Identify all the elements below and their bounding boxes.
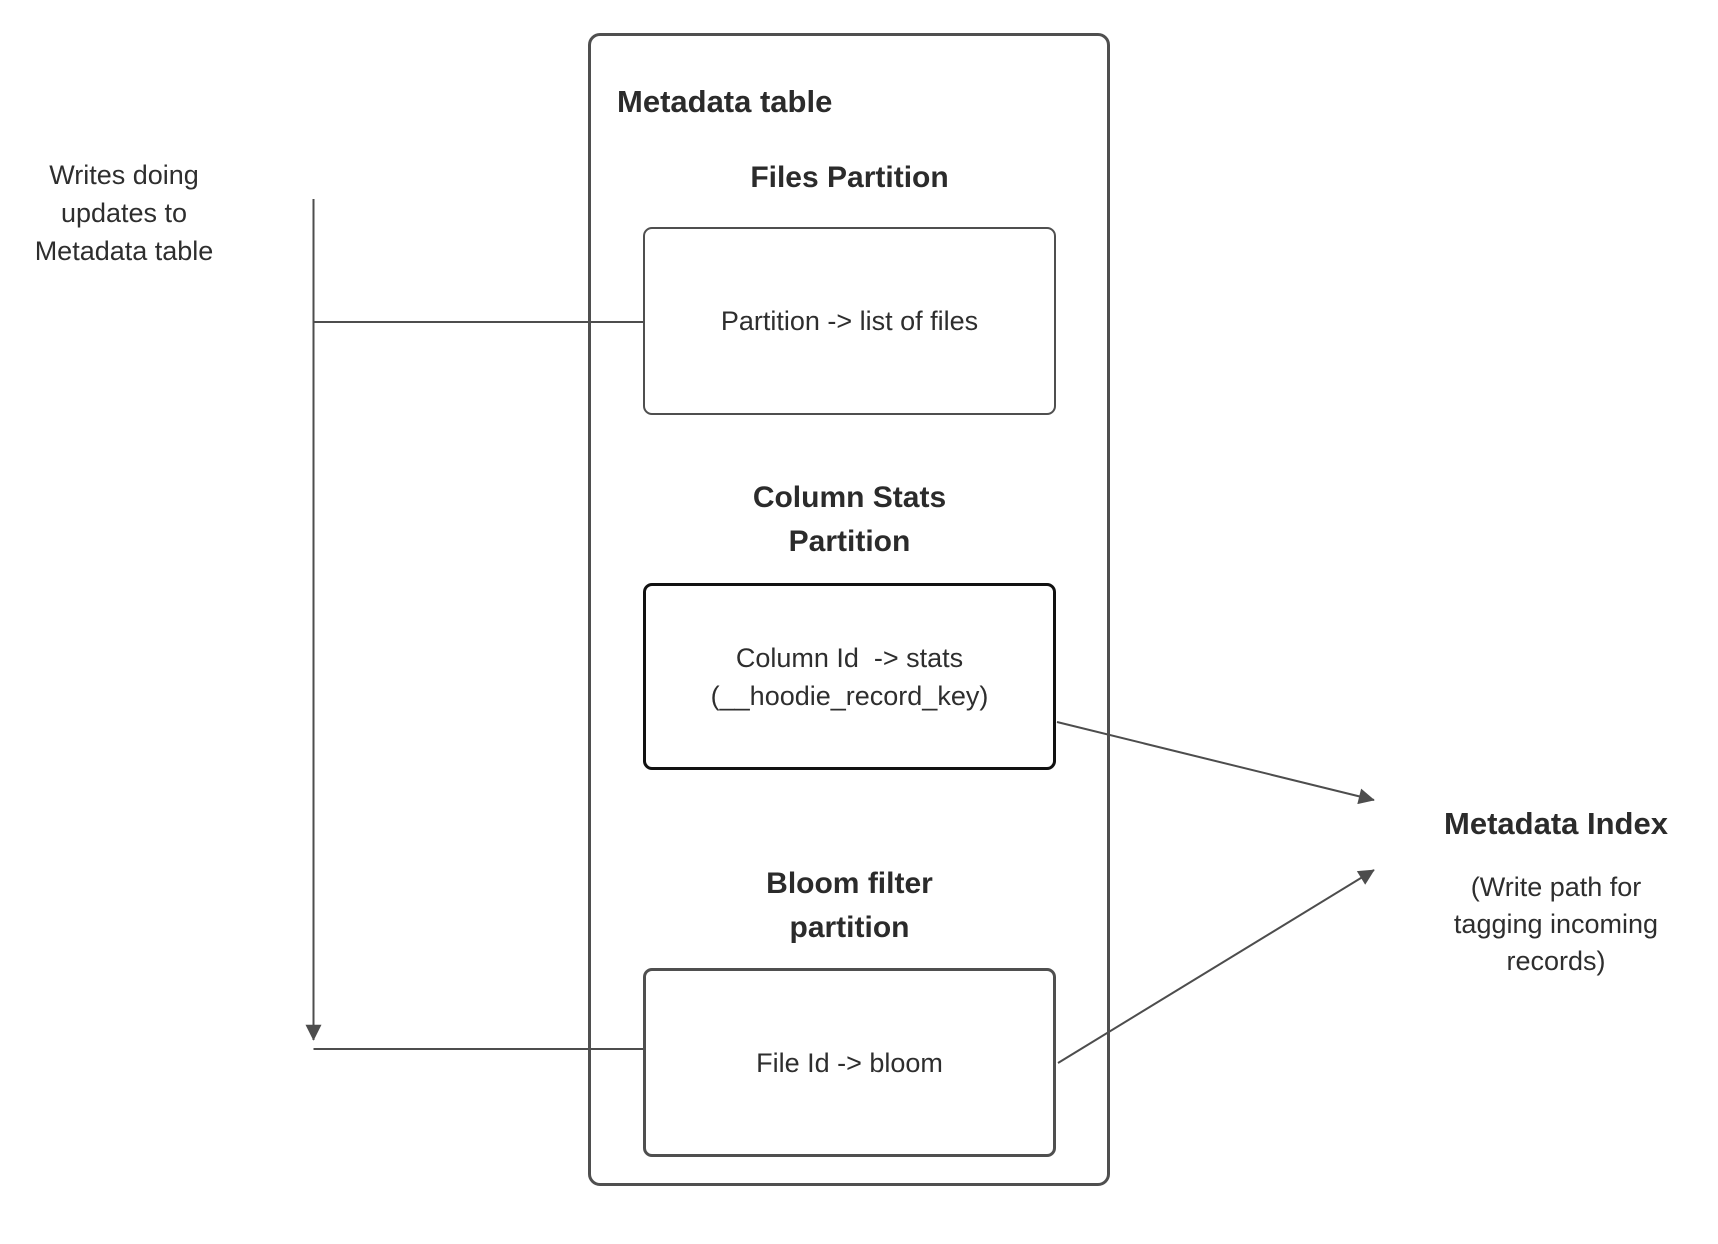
metadata-index-title: Metadata Index	[1444, 806, 1668, 841]
bloom-filter-partition-body: File Id -> bloom	[756, 1047, 943, 1078]
column-stats-partition-box: Column Id -> stats (__hoodie_record_key)	[643, 583, 1056, 770]
column-stats-partition-heading: Column Stats Partition	[752, 481, 947, 558]
files-partition-body: Partition -> list of files	[720, 306, 979, 336]
bloom-filter-partition-box: File Id -> bloom	[643, 968, 1056, 1157]
metadata-index-block: Metadata Index (Write path for tagging i…	[1380, 806, 1718, 980]
metadata-table-box	[588, 33, 1110, 1186]
metadata-table-title: Metadata table	[617, 84, 833, 119]
column-stats-partition-body: Column Id -> stats (__hoodie_record_key)	[710, 642, 989, 711]
metadata-index-subtitle: (Write path for tagging incoming records…	[1453, 872, 1659, 976]
bloom-filter-partition-heading: Bloom filter partition	[766, 867, 933, 944]
writes-updates-note: Writes doing updates to Metadata table	[34, 160, 214, 266]
files-partition-heading: Files Partition	[750, 161, 949, 194]
files-partition-box: Partition -> list of files	[643, 227, 1056, 415]
